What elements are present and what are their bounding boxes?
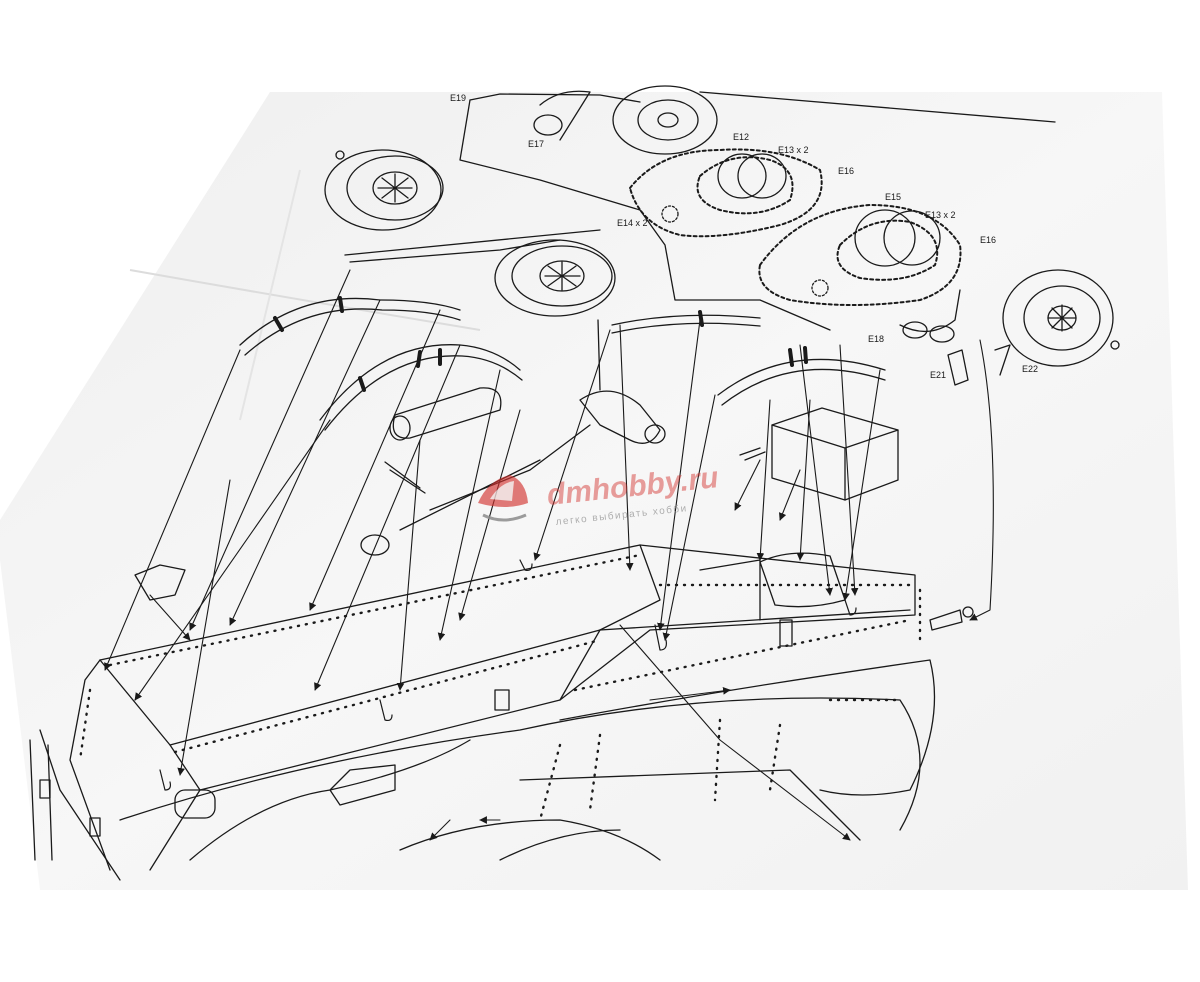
paper-fold [129, 269, 481, 331]
part-labels: E19 E17 E12 E13 x 2 E16 E14 x 2 E15 E13 … [450, 93, 1038, 380]
paper-sheet [0, 92, 1188, 890]
guide-arrows [104, 269, 994, 841]
label-e22: E22 [1022, 364, 1038, 374]
label-e14: E14 x 2 [617, 218, 648, 228]
watermark-logo [478, 475, 528, 522]
label-e18: E18 [868, 334, 884, 344]
chain-assembly-right [758, 204, 962, 306]
label-e16-top: E16 [838, 166, 854, 176]
hook-pins [159, 559, 857, 791]
drawing-frame-line [699, 91, 1056, 123]
label-e13-right: E13 x 2 [925, 210, 956, 220]
label-e15: E15 [885, 192, 901, 202]
wheel-right-bottom [1002, 269, 1114, 367]
label-e21: E21 [930, 370, 946, 380]
battery-box [771, 407, 899, 501]
drums [661, 153, 941, 297]
chassis-frame [29, 544, 936, 881]
label-e17: E17 [528, 139, 544, 149]
small-parts [134, 150, 1120, 631]
fuel-tank [389, 387, 502, 441]
wheel-left-top [324, 149, 444, 231]
assembly-drawing [29, 85, 1120, 881]
label-e16-right: E16 [980, 235, 996, 245]
label-e19: E19 [450, 93, 466, 103]
differential [360, 319, 666, 556]
wheel-right-top [612, 85, 718, 155]
chain-assembly-top [629, 148, 823, 238]
paper-fold-2 [239, 169, 301, 421]
wheel-left-middle [494, 239, 616, 317]
label-e12: E12 [733, 132, 749, 142]
upper-frame [344, 90, 961, 343]
label-e13-top: E13 x 2 [778, 145, 809, 155]
